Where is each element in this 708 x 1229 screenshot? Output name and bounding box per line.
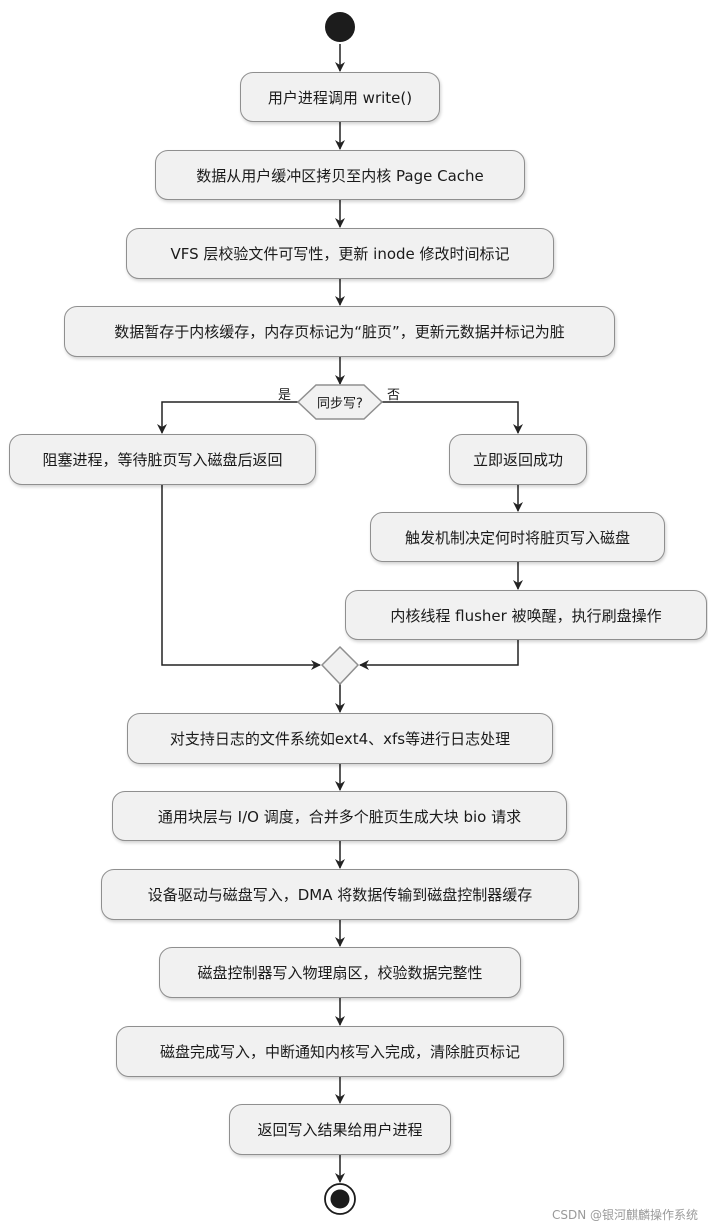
edge-decision-yes bbox=[157, 401, 298, 434]
node-block-wait: 阻塞进程，等待脏页写入磁盘后返回 bbox=[9, 434, 316, 485]
node-return-result: 返回写入结果给用户进程 bbox=[229, 1104, 451, 1155]
edge-block-merge bbox=[161, 485, 321, 670]
node-journal: 对支持日志的文件系统如ext4、xfs等进行日志处理 bbox=[127, 713, 553, 764]
node-write-call: 用户进程调用 write() bbox=[240, 72, 440, 122]
end-node-core bbox=[330, 1189, 350, 1209]
edge-flusher-merge bbox=[359, 640, 519, 670]
node-dma: 设备驱动与磁盘写入，DMA 将数据传输到磁盘控制器缓存 bbox=[101, 869, 579, 920]
node-complete: 磁盘完成写入，中断通知内核写入完成，清除脏页标记 bbox=[116, 1026, 564, 1077]
node-block-layer: 通用块层与 I/O 调度，合并多个脏页生成大块 bio 请求 bbox=[112, 791, 567, 841]
node-vfs-check: VFS 层校验文件可写性，更新 inode 修改时间标记 bbox=[126, 228, 554, 279]
start-node bbox=[325, 12, 355, 42]
node-sector-write: 磁盘控制器写入物理扇区，校验数据完整性 bbox=[159, 947, 521, 998]
node-return-ok: 立即返回成功 bbox=[449, 434, 587, 485]
decision-diamond bbox=[296, 384, 384, 420]
node-trigger: 触发机制决定何时将脏页写入磁盘 bbox=[370, 512, 665, 562]
node-copy-to-cache: 数据从用户缓冲区拷贝至内核 Page Cache bbox=[155, 150, 525, 200]
decision-question: 同步写? bbox=[317, 396, 363, 412]
node-flusher: 内核线程 flusher 被唤醒，执行刷盘操作 bbox=[345, 590, 707, 640]
decision-no-label: 否 bbox=[387, 388, 401, 403]
decision-yes-label: 是 bbox=[278, 388, 292, 403]
edge-decision-no bbox=[382, 401, 523, 434]
merge-diamond bbox=[320, 645, 360, 686]
watermark: CSDN @银河麒麟操作系统 bbox=[551, 1208, 698, 1222]
node-mark-dirty: 数据暂存于内核缓存，内存页标记为“脏页”，更新元数据并标记为脏 bbox=[64, 306, 615, 357]
